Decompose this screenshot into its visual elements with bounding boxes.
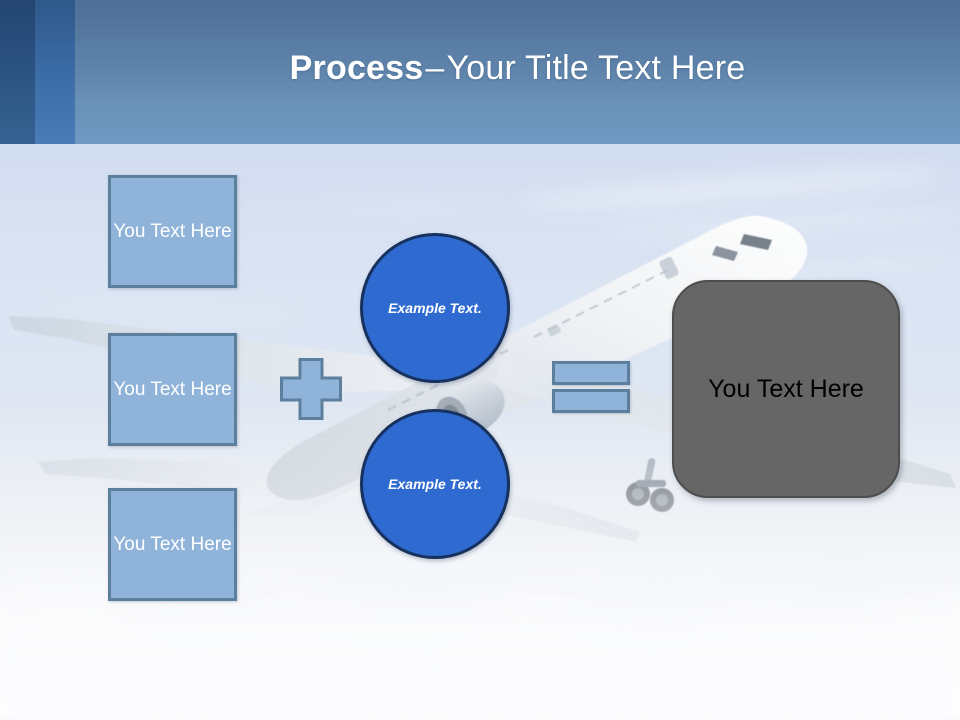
input-box-2-label: You Text Here	[113, 378, 232, 400]
header-accent-stripe-dark	[0, 0, 35, 144]
input-box-3-label: You Text Here	[113, 533, 232, 555]
page-title-bold: Process	[289, 48, 424, 87]
equals-icon-bar-bottom	[552, 389, 630, 413]
page-title-rest: Your Title Text Here	[446, 48, 746, 87]
result-box[interactable]: You Text Here	[672, 280, 900, 498]
page-title: Process – Your Title Text Here	[75, 0, 960, 144]
input-box-1[interactable]: You Text Here	[108, 175, 237, 288]
input-box-1-label: You Text Here	[113, 220, 232, 242]
slide-header: Process – Your Title Text Here	[0, 0, 960, 144]
example-circle-2-label: Example Text.	[388, 475, 482, 492]
example-circle-2[interactable]: Example Text.	[360, 409, 510, 559]
result-box-label: You Text Here	[708, 374, 864, 403]
header-band	[75, 0, 960, 144]
example-circle-1-label: Example Text.	[388, 299, 482, 316]
header-accent-stripe-mid	[35, 0, 75, 144]
page-title-separator: –	[425, 48, 445, 87]
input-box-2[interactable]: You Text Here	[108, 333, 237, 446]
plus-icon	[280, 358, 342, 420]
example-circle-1[interactable]: Example Text.	[360, 233, 510, 383]
equals-icon-bar-top	[552, 361, 630, 385]
input-box-3[interactable]: You Text Here	[108, 488, 237, 601]
